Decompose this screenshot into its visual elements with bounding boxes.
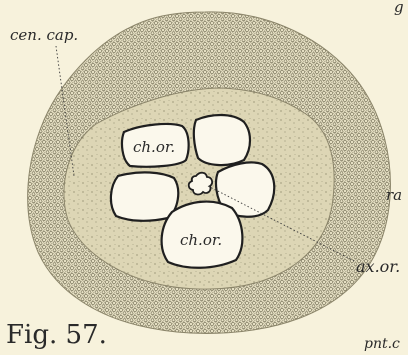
label-right-partial: ra bbox=[386, 186, 402, 204]
label-central-capsule: cen. cap. bbox=[10, 26, 78, 44]
label-axial-organ: ax.or. bbox=[356, 257, 400, 276]
label-top-partial: g bbox=[394, 0, 404, 16]
chamber-upper-right bbox=[194, 115, 250, 165]
figure-caption: Fig. 57. bbox=[6, 320, 107, 350]
label-ch-or-upper: ch.or. bbox=[133, 138, 175, 156]
label-ch-or-lower: ch.or. bbox=[180, 231, 222, 249]
chamber-lower-left bbox=[111, 172, 178, 220]
label-bottom-partial: pnt.c bbox=[364, 336, 400, 352]
